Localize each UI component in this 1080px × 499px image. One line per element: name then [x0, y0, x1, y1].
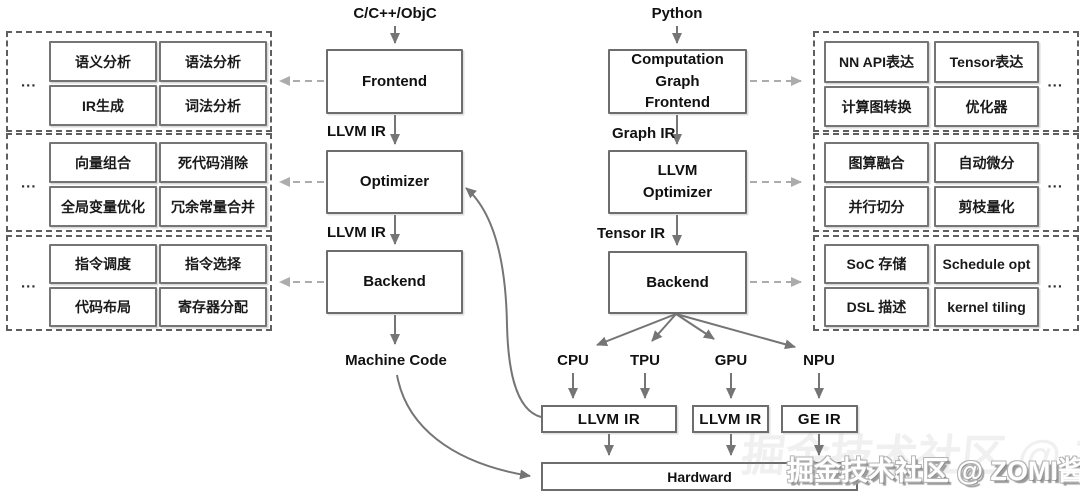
llvm-ir-label-1: LLVM IR	[327, 123, 386, 140]
backend-node-right: Backend	[608, 251, 747, 314]
computation-graph-frontend-node: Computation Graph Frontend	[608, 49, 747, 114]
pass-tensor-expression: Tensor表达	[934, 41, 1039, 83]
pass-schedule-opt: Schedule opt	[934, 244, 1039, 284]
right-frontend-pass-group: ... NN API表达 Tensor表达 计算图转换 优化器	[813, 31, 1079, 132]
pass-auto-differentiation: 自动微分	[934, 142, 1039, 183]
optimizer-node: Optimizer	[326, 150, 463, 214]
ellipsis: ...	[1047, 174, 1063, 191]
pass-dsl-description: DSL 描述	[824, 287, 929, 327]
pass-kernel-tiling: kernel tiling	[934, 287, 1039, 327]
ellipsis: ...	[21, 174, 37, 191]
pass-vector-combine: 向量组合	[49, 142, 157, 183]
pass-instruction-selection: 指令选择	[159, 244, 267, 284]
pass-syntax-analysis: 语法分析	[159, 41, 267, 82]
watermark: 掘金技术社区 @ ZOMI酱	[787, 456, 1080, 486]
ellipsis: ...	[21, 73, 37, 90]
llvm-ir-label-2: LLVM IR	[327, 224, 386, 241]
pass-semantic-analysis: 语义分析	[49, 41, 157, 82]
left-backend-pass-group: ... 指令调度 指令选择 代码布局 寄存器分配	[6, 235, 272, 331]
pass-global-var-optimization: 全局变量优化	[49, 186, 157, 227]
right-backend-pass-group: ... SoC 存储 Schedule opt DSL 描述 kernel ti…	[813, 235, 1079, 331]
source-lang-right-label: Python	[651, 5, 703, 22]
frontend-node: Frontend	[326, 49, 463, 114]
gpu-label: GPU	[714, 352, 748, 369]
pass-soc-storage: SoC 存储	[824, 244, 929, 284]
pass-prune-quantization: 剪枝量化	[934, 186, 1039, 227]
pass-nn-api-expression: NN API表达	[824, 41, 929, 83]
pass-lexical-analysis: 词法分析	[159, 85, 267, 126]
left-optimizer-pass-group: ... 向量组合 死代码消除 全局变量优化 冗余常量合并	[6, 133, 272, 232]
pass-instruction-scheduling: 指令调度	[49, 244, 157, 284]
ellipsis: ...	[21, 274, 37, 292]
machine-code-label: Machine Code	[345, 352, 447, 369]
backend-node-left: Backend	[326, 250, 463, 314]
pass-parallel-partition: 并行切分	[824, 186, 929, 227]
llvm-optimizer-node: LLVM Optimizer	[608, 150, 747, 214]
source-lang-left-label: C/C++/ObjC	[353, 5, 437, 22]
pass-code-layout: 代码布局	[49, 287, 157, 327]
llvm-ir-box-gpu: LLVM IR	[692, 405, 769, 433]
graph-ir-label: Graph IR	[612, 125, 676, 142]
left-frontend-pass-group: ... 语义分析 语法分析 IR生成 词法分析	[6, 31, 272, 132]
pass-register-allocation: 寄存器分配	[159, 287, 267, 327]
pass-constant-merge: 冗余常量合并	[159, 186, 267, 227]
ge-ir-box-npu: GE IR	[781, 405, 858, 433]
pass-optimizer: 优化器	[934, 86, 1039, 127]
ellipsis: ...	[1047, 73, 1063, 90]
tensor-ir-label: Tensor IR	[597, 225, 666, 242]
pass-graph-op-fusion: 图算融合	[824, 142, 929, 183]
pass-graph-conversion: 计算图转换	[824, 86, 929, 127]
tpu-label: TPU	[630, 352, 660, 369]
pass-ir-generation: IR生成	[49, 85, 157, 126]
pass-dead-code-elimination: 死代码消除	[159, 142, 267, 183]
hardware-bar: Hardward	[541, 462, 858, 491]
right-optimizer-pass-group: ... 图算融合 自动微分 并行切分 剪枝量化	[813, 133, 1079, 232]
ellipsis: ...	[1047, 274, 1063, 292]
cpu-label: CPU	[557, 352, 589, 369]
llvm-ir-box-cpu-tpu: LLVM IR	[541, 405, 677, 433]
npu-label: NPU	[803, 352, 835, 369]
